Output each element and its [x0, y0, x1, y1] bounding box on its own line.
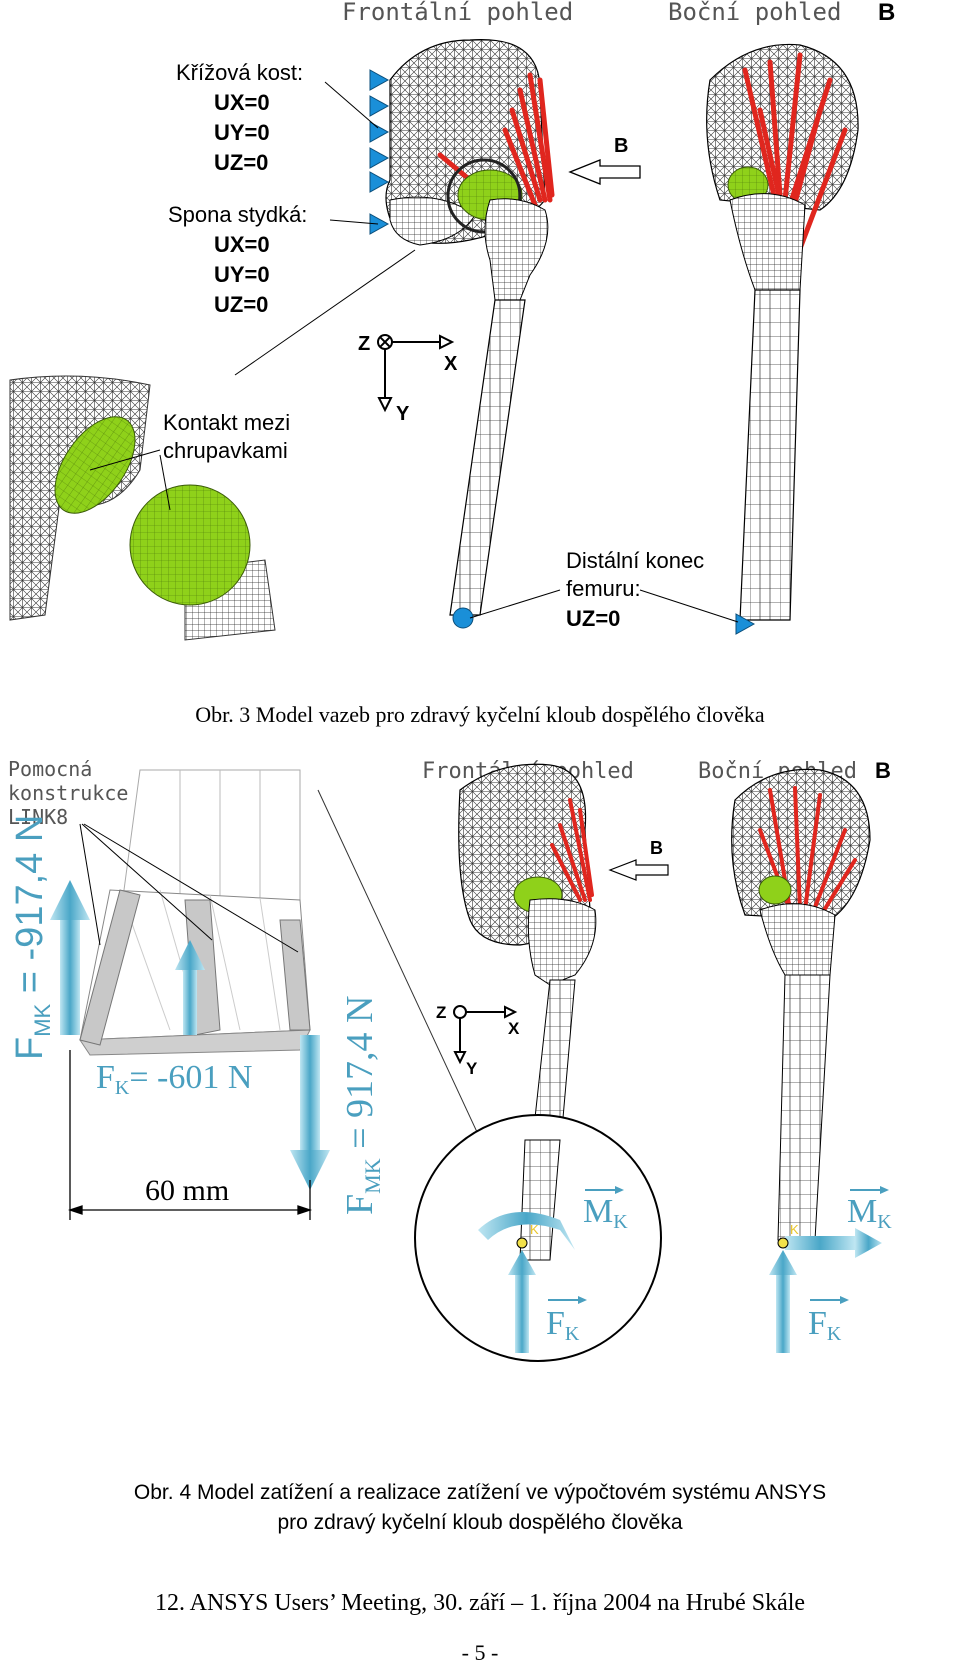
side-view-letter: B: [878, 0, 895, 26]
k-marker-frontal: K: [530, 1222, 539, 1237]
femur-side: [729, 193, 806, 621]
side-view-title: Boční pohled: [668, 0, 841, 26]
sacrum-ux: UX=0: [214, 90, 270, 115]
aux-leader-1: [79, 823, 101, 946]
fk-label-side: FK: [808, 1296, 849, 1345]
svg-text:B: B: [650, 838, 663, 858]
axis-y-4: Y: [466, 1059, 478, 1078]
axis-z: Z: [358, 333, 370, 355]
femoral-head-side-4: [758, 875, 792, 905]
figure-3: Frontální pohled Boční pohled B Křížová …: [9, 0, 895, 641]
page-number: - 5 -: [461, 1640, 499, 1665]
distal-label-line2: femuru:: [566, 576, 641, 601]
mk-label-frontal: MK: [583, 1186, 628, 1233]
figure-4-caption-line1: Obr. 4 Model zatížení a realizace zatíže…: [133, 1481, 827, 1504]
distal-label-line1: Distální konec: [566, 548, 704, 573]
pubis-uz: UZ=0: [214, 292, 268, 317]
figure-4-caption-line2: pro zdravý kyčelní kloub dospělého člově…: [277, 1511, 683, 1534]
aux-leader-3: [83, 823, 299, 953]
closeup-leader-top: [317, 789, 491, 1161]
sacrum-constraints: [369, 69, 390, 235]
figure-3-caption: Obr. 3 Model vazeb pro zdravý kyčelní kl…: [195, 702, 765, 727]
reference-node-side: [777, 1237, 789, 1249]
axis-x-4: X: [508, 1019, 520, 1038]
femur-frontal: [449, 198, 549, 616]
view-b-arrow-4: B: [608, 838, 669, 881]
pubis-uy: UY=0: [214, 262, 270, 287]
fmk-right-label: FMK = 917,4 N: [339, 996, 385, 1215]
axis-z-4: Z: [436, 1003, 446, 1022]
fk-arrow-side: [769, 1250, 797, 1353]
aux-label-line3: LINK8: [8, 805, 68, 829]
sacrum-uz: UZ=0: [214, 150, 268, 175]
contact-detail-inset: [9, 249, 416, 641]
aux-leader-2: [81, 823, 213, 941]
distal-constraint-frontal: [452, 607, 474, 629]
moment-arrow-frontal: [478, 1212, 575, 1250]
contact-label-line1: Kontakt mezi: [163, 410, 290, 435]
svg-text:FMK = 917,4 N: FMK = 917,4 N: [339, 996, 385, 1215]
k-marker-side: K: [790, 1222, 799, 1237]
contact-label-line2: chrupavkami: [163, 438, 288, 463]
mk-arrow-side: [785, 1228, 882, 1258]
ligaments-frontal: [437, 72, 555, 208]
aux-label-line1: Pomocná: [8, 760, 92, 781]
pubis-label: Spona stydká:: [168, 202, 307, 227]
view-b-arrow: B: [568, 135, 641, 185]
pubis-leader: [329, 219, 379, 225]
pubis-ux: UX=0: [214, 232, 270, 257]
coordinate-axes: [377, 334, 455, 413]
svg-text:MK: MK: [583, 1193, 628, 1233]
fk-label: FK= -601 N: [96, 1059, 252, 1099]
figure-4-caption: Obr. 4 Model zatížení a realizace zatíže…: [0, 1478, 960, 1538]
fmk-right-arrow: [290, 1035, 330, 1190]
fk-arrow-frontal: [508, 1250, 536, 1353]
coordinate-axes-4: [453, 1005, 518, 1065]
fk-arrow: [175, 940, 205, 1035]
fk-label-frontal: FK: [546, 1296, 587, 1345]
dimension-label: 60 mm: [145, 1174, 229, 1207]
figure-4: Frontální pohled Boční pohled B Pomocná …: [8, 760, 892, 1362]
sacrum-leader: [324, 81, 379, 129]
svg-text:FK: FK: [808, 1305, 842, 1345]
aux-label-line2: konstrukce: [8, 781, 128, 805]
page-footer: 12. ANSYS Users’ Meeting, 30. září – 1. …: [154, 1590, 806, 1616]
femur-side-4: [759, 903, 836, 1241]
axis-x: X: [444, 353, 458, 375]
axis-y: Y: [396, 403, 410, 425]
ligaments-frontal-4: [550, 798, 594, 902]
dimension-60mm: [67, 1050, 313, 1220]
svg-text:B: B: [614, 135, 628, 157]
distal-uz: UZ=0: [566, 606, 620, 631]
sacrum-label: Křížová kost:: [176, 60, 303, 85]
side-view-letter-4: B: [875, 760, 891, 783]
distal-leader-frontal: [469, 589, 561, 619]
svg-text:MK: MK: [847, 1193, 892, 1233]
mk-label-side: MK: [847, 1186, 892, 1233]
distal-constraint-side: [735, 613, 756, 635]
fmk-left-label: FMK = -917,4 N: [9, 815, 55, 1060]
fmk-left-arrow: [50, 880, 90, 1035]
reference-node-frontal: [516, 1237, 528, 1249]
svg-text:FK: FK: [546, 1305, 580, 1345]
svg-text:FMK = -917,4 N: FMK = -917,4 N: [9, 815, 55, 1060]
sacrum-uy: UY=0: [214, 120, 270, 145]
distal-leader-side: [639, 589, 739, 623]
frontal-view-title: Frontální pohled: [342, 0, 573, 26]
detail-circle-frontal: [446, 158, 522, 234]
